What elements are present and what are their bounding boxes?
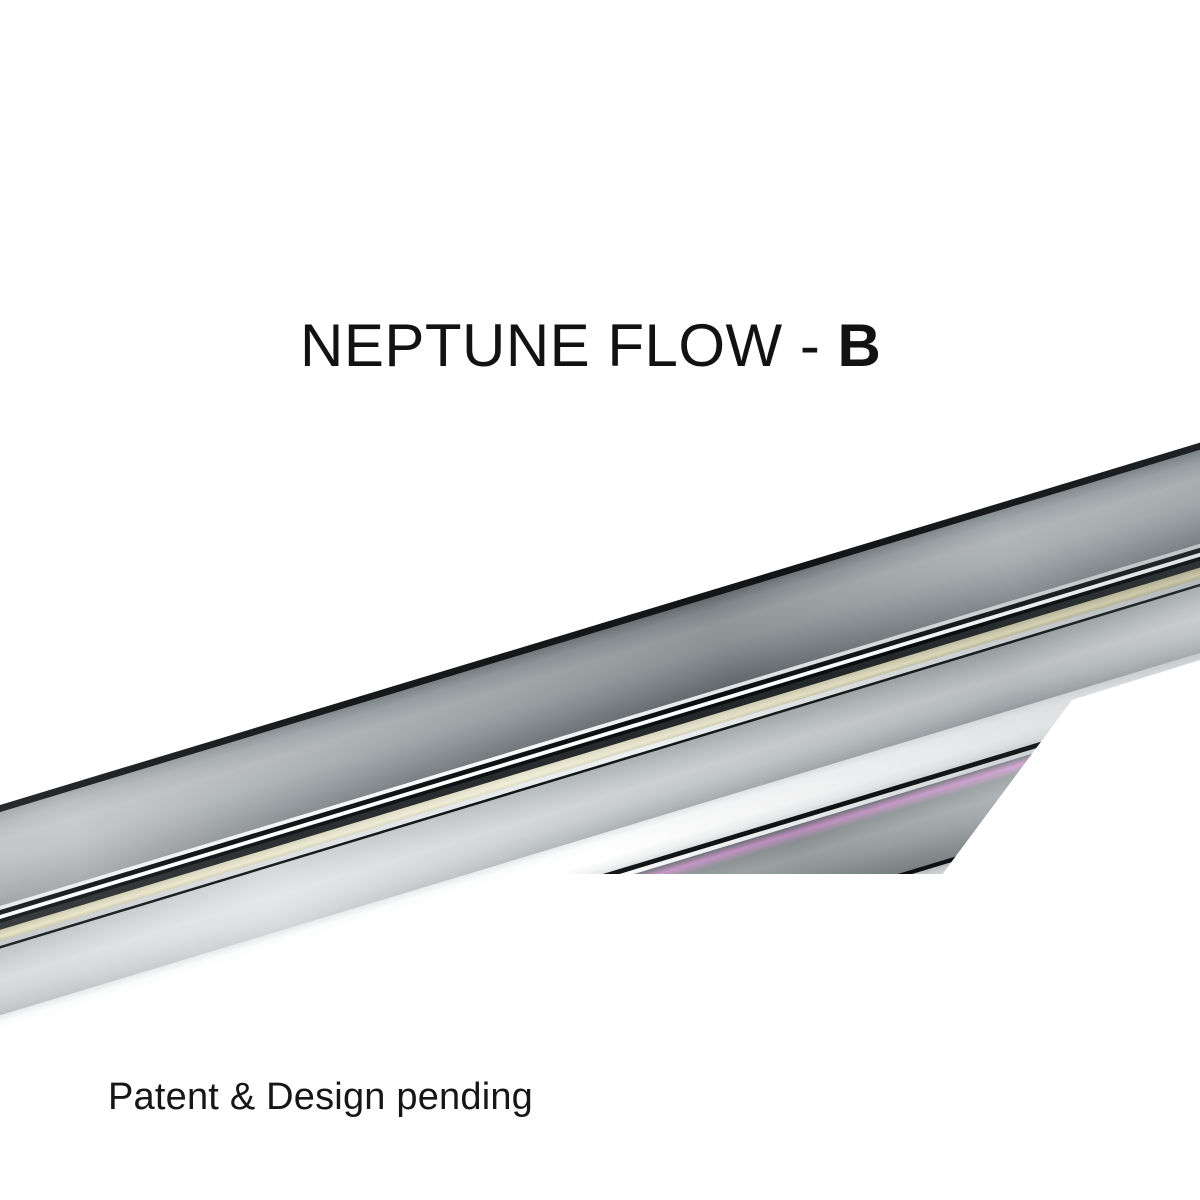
rail-top-face <box>0 328 1200 1030</box>
lower-rail-seam <box>0 657 1200 1200</box>
rail-chamfer <box>0 418 1200 1036</box>
rail-top-rim <box>0 317 1200 940</box>
rail-groove-shadow <box>0 435 1200 1056</box>
rail-groove-lip <box>0 453 1200 1072</box>
rail-groove-interior <box>0 442 1200 1067</box>
rail-groove-sheen <box>0 442 1200 1067</box>
rail-seam-lower <box>0 458 1200 1076</box>
legal-notice: Patent & Design pending <box>108 1076 534 1118</box>
lower-rail-bottom-edge <box>0 696 1200 1200</box>
variant-label: B <box>837 312 881 379</box>
rail-top-face-highlight <box>0 328 1200 1030</box>
page-title: NEPTUNE FLOW - B <box>300 316 881 376</box>
rail-highlight-line <box>0 427 1200 1045</box>
title-separator: - <box>782 312 838 379</box>
rail-seam-mid <box>0 431 1200 1049</box>
rail-inner-face-highlight <box>0 464 1200 1140</box>
rail-inner-face <box>0 464 1200 1140</box>
rail-seam-upper <box>0 422 1200 1041</box>
lower-rail-bottom-lip <box>0 663 1200 1200</box>
product-name-text: NEPTUNE FLOW <box>300 312 783 379</box>
lower-rail-bottom-sheen <box>0 663 1200 1200</box>
